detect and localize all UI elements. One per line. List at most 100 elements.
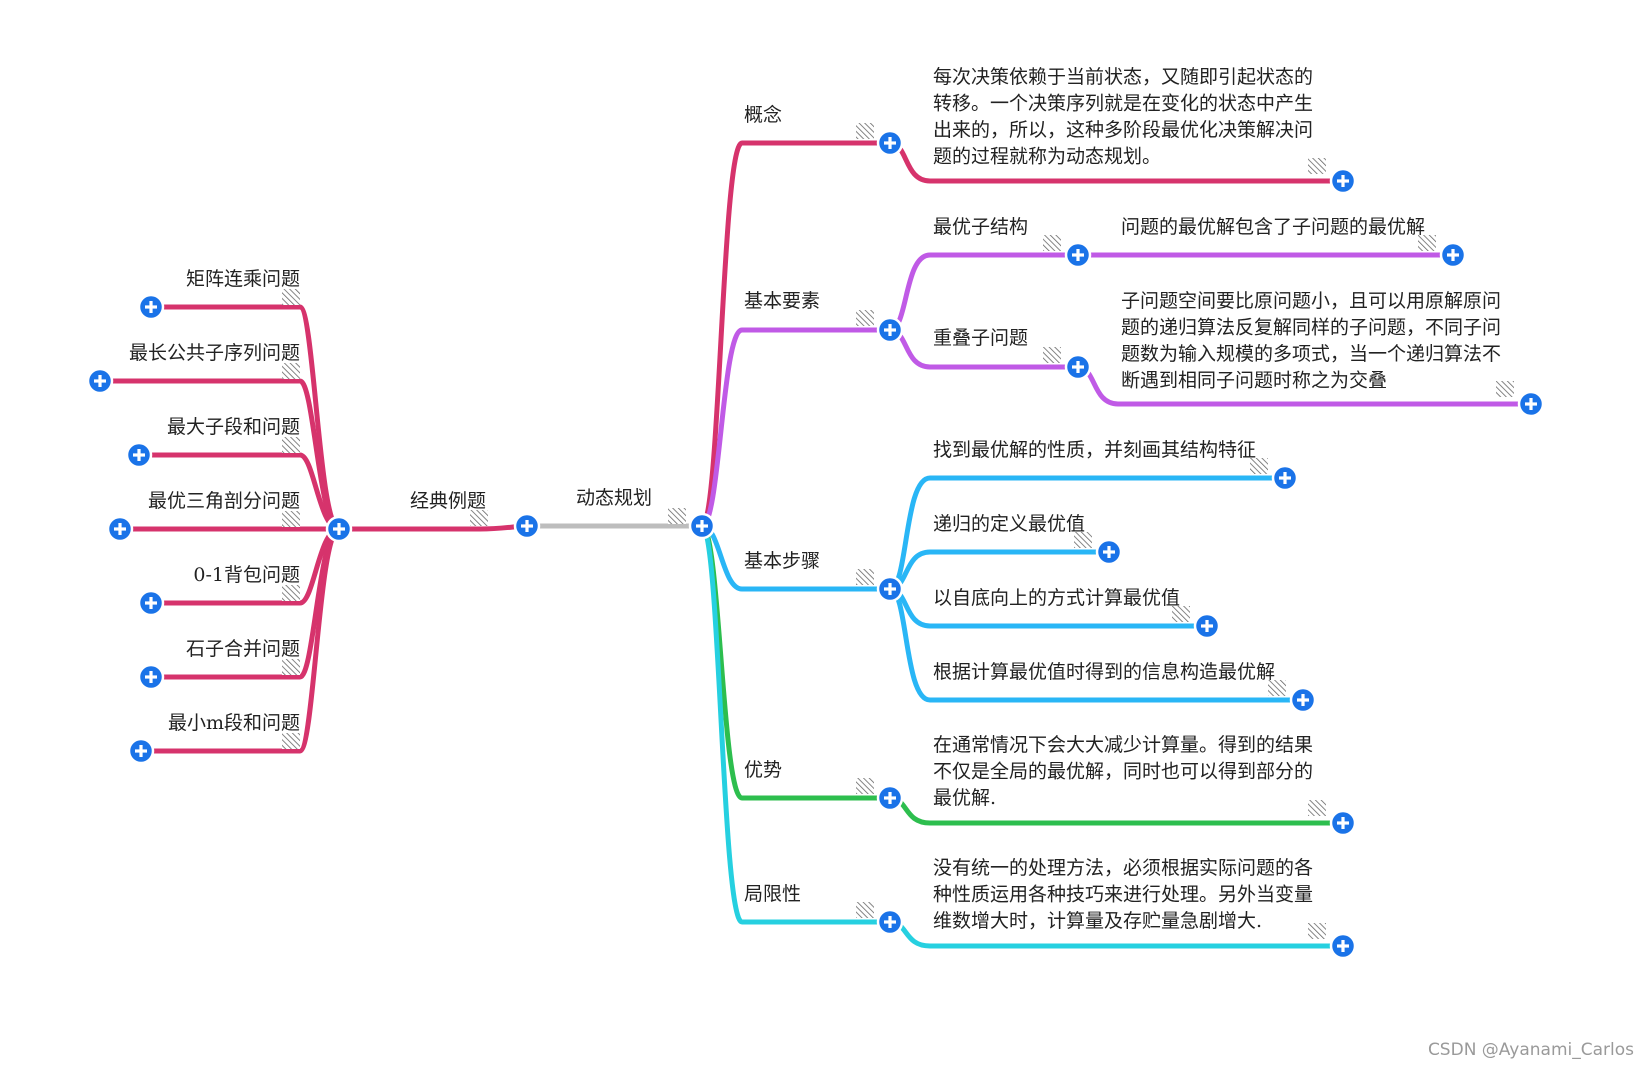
classic-item-label: 最大子段和问题 (167, 416, 300, 438)
step-edge (887, 549, 1112, 592)
plus-bar-v (1529, 398, 1533, 410)
advantage-hatch (1308, 800, 1326, 816)
element-sub-text-line: 断遇到相同子问题时称之为交叠 (1121, 370, 1387, 392)
branch-label: 优势 (744, 759, 782, 781)
step-text-line: 以自底向上的方式计算最优值 (933, 587, 1180, 609)
branch-hatch (856, 778, 874, 794)
classic-item-node[interactable] (106, 515, 134, 543)
step-text: 根据计算最优值时得到的信息构造最优解 (933, 661, 1275, 683)
element-sub-hatch (1418, 235, 1436, 251)
plus-bar-v (137, 449, 141, 461)
branch-node[interactable] (876, 908, 904, 936)
branch-label: 概念 (744, 103, 782, 126)
element-sub-node[interactable] (1517, 390, 1545, 418)
plus-bar-v (149, 671, 153, 683)
step-node[interactable] (1271, 464, 1299, 492)
limitation-node[interactable] (1329, 932, 1357, 960)
classic-item-node[interactable] (86, 367, 114, 395)
plus-bar-v (118, 523, 122, 535)
step-text: 找到最优解的性质，并刻画其结构特征 (933, 439, 1256, 461)
step-node[interactable] (1289, 686, 1317, 714)
plus-bar-v (1283, 472, 1287, 484)
plus-bar-v (1451, 249, 1455, 261)
classic-hub-node[interactable] (325, 515, 353, 543)
advantage-text-line: 在通常情况下会大大减少计算量。得到的结果 (933, 734, 1313, 756)
branch-node[interactable] (876, 784, 904, 812)
branch-node[interactable] (876, 316, 904, 344)
concept-detail-text: 每次决策依赖于当前状态，又随即引起状态的转移。一个决策序列就是在变化的状态中产生… (933, 66, 1313, 168)
classic-item-hatch (282, 733, 300, 749)
plus-bar-v (149, 597, 153, 609)
limitation-text: 没有统一的处理方法，必须根据实际问题的各种性质运用各种技巧来进行处理。另外当变量… (933, 857, 1313, 932)
step-hatch (1250, 458, 1268, 474)
classic-item-node[interactable] (125, 441, 153, 469)
concept-detail-text-line: 题的过程就称为动态规划。 (933, 146, 1161, 168)
advantage-node[interactable] (1329, 809, 1357, 837)
plus-bar-v (888, 916, 892, 928)
branch-hatch (856, 569, 874, 585)
element-hatch (1043, 347, 1061, 363)
step-text: 以自底向上的方式计算最优值 (933, 587, 1180, 609)
root-node[interactable] (688, 512, 716, 540)
classic-item-label: 0-1背包问题 (193, 564, 300, 586)
element-sub-node[interactable] (1439, 241, 1467, 269)
classic-item-label: 最小m段和问题 (168, 712, 300, 734)
advantage-text: 在通常情况下会大大减少计算量。得到的结果不仅是全局的最优解，同时也可以得到部分的… (933, 734, 1313, 809)
element-node[interactable] (1064, 353, 1092, 381)
element-label: 最优子结构 (933, 216, 1028, 238)
classic-item-hatch (282, 511, 300, 527)
nodes-layer (86, 129, 1545, 960)
element-label: 重叠子问题 (933, 327, 1028, 349)
classic-label: 经典例题 (410, 490, 486, 512)
element-node[interactable] (1064, 241, 1092, 269)
plus-bar-v (1076, 361, 1080, 373)
plus-bar-v (525, 520, 529, 532)
branch-node[interactable] (876, 575, 904, 603)
concept-detail-text-line: 出来的，所以，这种多阶段最优化决策解决问 (933, 119, 1313, 141)
advantage-text-line: 不仅是全局的最优解，同时也可以得到部分的 (933, 761, 1313, 783)
step-hatch (1074, 532, 1092, 548)
branch-label: 基本步骤 (744, 550, 820, 572)
element-sub-text-line: 题数为输入规模的多项式，当一个递归算法不 (1121, 343, 1501, 365)
hatch-layer (282, 123, 1514, 939)
root-label: 动态规划 (576, 487, 652, 509)
concept-detail-text-line: 转移。一个决策序列就是在变化的状态中产生 (933, 93, 1313, 115)
plus-bar-v (888, 792, 892, 804)
plus-bar-v (700, 520, 704, 532)
advantage-text-line: 最优解. (933, 787, 996, 809)
limitation-text-line: 没有统一的处理方法，必须根据实际问题的各 (933, 857, 1313, 879)
classic-item-label: 石子合并问题 (186, 638, 300, 660)
classic-item-hatch (282, 363, 300, 379)
concept-detail-text-line: 每次决策依赖于当前状态，又随即引起状态的 (933, 66, 1313, 88)
classic-item-hatch (282, 585, 300, 601)
step-text: 递归的定义最优值 (933, 513, 1085, 535)
classic-edge (336, 523, 530, 532)
step-node[interactable] (1193, 612, 1221, 640)
step-text-line: 递归的定义最优值 (933, 513, 1085, 535)
limitation-text-line: 维数增大时，计算量及存贮量急剧增大. (933, 910, 1262, 932)
plus-bar-v (1076, 249, 1080, 261)
classic-item-edge (138, 526, 342, 754)
plus-bar-v (1341, 817, 1345, 829)
branch-edge (699, 140, 893, 529)
classic-hatch (470, 510, 488, 526)
branch-edge (699, 327, 893, 529)
root-hatch (668, 508, 686, 524)
plus-bar-v (888, 583, 892, 595)
branch-hatch (856, 310, 874, 326)
classic-item-label: 矩阵连乘问题 (186, 268, 300, 290)
classic-item-node[interactable] (137, 589, 165, 617)
classic-node[interactable] (513, 512, 541, 540)
element-edge (887, 252, 1081, 333)
classic-item-node[interactable] (137, 293, 165, 321)
plus-bar-v (337, 523, 341, 535)
step-node[interactable] (1095, 538, 1123, 566)
classic-item-node[interactable] (137, 663, 165, 691)
concept-detail-node[interactable] (1329, 167, 1357, 195)
limitation-hatch (1308, 923, 1326, 939)
branch-node[interactable] (876, 129, 904, 157)
element-sub-text: 问题的最优解包含了子问题的最优解 (1121, 216, 1425, 238)
classic-item-node[interactable] (127, 737, 155, 765)
step-hatch (1268, 680, 1286, 696)
plus-bar-v (98, 375, 102, 387)
